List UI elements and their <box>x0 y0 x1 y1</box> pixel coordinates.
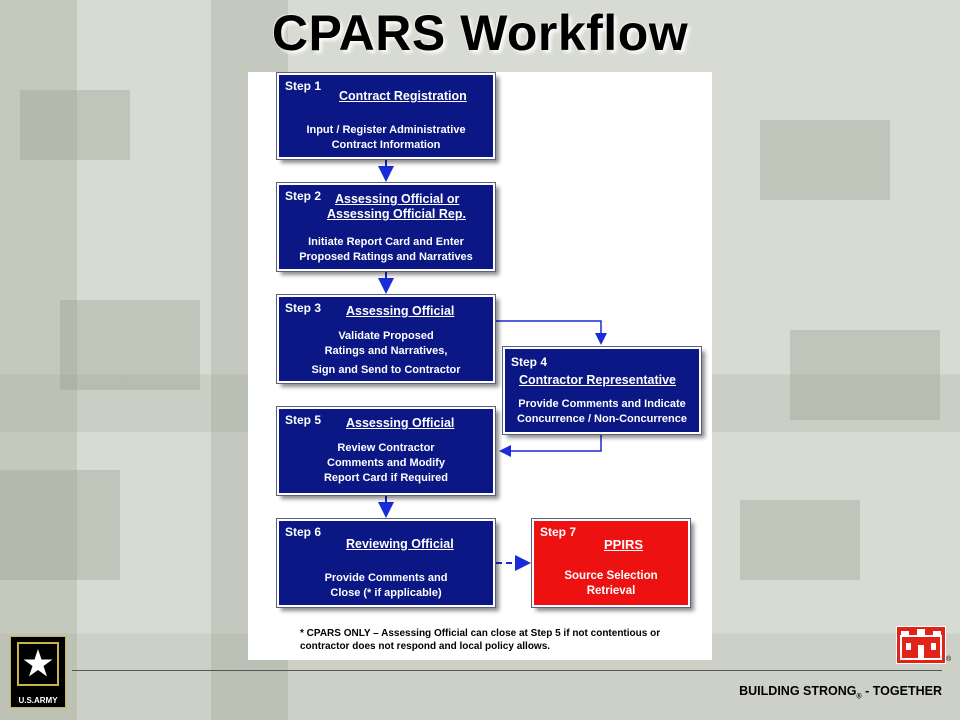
description-line: Comments and Modify <box>327 457 445 469</box>
step-number: Step 5 <box>285 413 322 427</box>
step-4-box: Step 4 Contractor Representative Provide… <box>503 347 701 434</box>
step-heading: Assessing Official <box>346 304 455 318</box>
step-7-box: Step 7 PPIRS Source Selection Retrieval <box>532 519 690 607</box>
camo-patch <box>760 120 890 200</box>
description-line: Retrieval <box>586 585 636 597</box>
step-number: Step 1 <box>285 79 322 93</box>
step-heading: Contractor Representative <box>519 373 676 387</box>
description-line: Validate Proposed <box>338 330 434 342</box>
step-2-box: Step 2 Assessing Official or Assessing O… <box>277 183 495 271</box>
description-line: Sign and Send to Contractor <box>311 364 461 376</box>
step-number: Step 6 <box>285 525 322 539</box>
description-line: Contract Information <box>331 139 441 151</box>
step-description: Provide Comments and Close (* if applica… <box>279 571 493 601</box>
camo-patch <box>0 470 120 580</box>
step-description: Provide Comments and Indicate Concurrenc… <box>505 397 699 427</box>
description-line: Input / Register Administrative <box>306 124 466 136</box>
step-description: Source Selection Retrieval <box>534 569 688 599</box>
description-line: Proposed Ratings and Narratives <box>299 251 473 263</box>
step-heading: Contract Registration <box>339 89 467 103</box>
corps-of-engineers-castle-logo <box>896 626 946 664</box>
footer-tagline: BUILDING STRONG® - TOGETHER <box>739 684 942 701</box>
description-line: Source Selection <box>564 570 658 582</box>
camo-patch <box>20 90 130 160</box>
step-description: Validate Proposed Ratings and Narratives… <box>279 329 493 378</box>
description-line: Concurrence / Non-Concurrence <box>517 413 687 425</box>
step-3-box: Step 3 Assessing Official Validate Propo… <box>277 295 495 383</box>
step-heading: PPIRS <box>604 537 644 552</box>
step-6-box: Step 6 Reviewing Official Provide Commen… <box>277 519 495 607</box>
step-heading: Assessing Official Rep. <box>327 207 466 221</box>
description-line: Close (* if applicable) <box>330 587 442 599</box>
description-line: Provide Comments and <box>324 572 448 584</box>
footnote: * CPARS ONLY – Assessing Official can cl… <box>300 627 700 653</box>
description-line: Review Contractor <box>337 442 435 454</box>
step-number: Step 4 <box>511 355 548 369</box>
step-heading: Assessing Official or <box>335 192 460 206</box>
description-line: Provide Comments and Indicate <box>518 398 686 410</box>
castle-icon <box>900 629 942 660</box>
tagline-suffix: - TOGETHER <box>861 684 942 698</box>
footnote-line: contractor does not respond and local po… <box>300 641 551 652</box>
step-description: Review Contractor Comments and Modify Re… <box>279 441 493 486</box>
description-line: Ratings and Narratives, <box>324 345 448 357</box>
arrow-step3-to-step4 <box>496 320 607 345</box>
step-1-box: Step 1 Contract Registration Input / Reg… <box>277 73 495 159</box>
army-star-icon <box>17 642 59 686</box>
arrow-step4-to-step5 <box>499 435 602 457</box>
step-heading: Assessing Official <box>346 416 455 430</box>
step-description: Input / Register Administrative Contract… <box>279 123 493 153</box>
slide-title: CPARS Workflow <box>271 5 689 61</box>
step-5-box: Step 5 Assessing Official Review Contrac… <box>277 407 495 495</box>
camo-patch <box>740 500 860 580</box>
registered-mark: ® <box>946 656 952 663</box>
footnote-line: * CPARS ONLY – Assessing Official can cl… <box>300 628 661 639</box>
description-line: Initiate Report Card and Enter <box>308 236 464 248</box>
tagline-prefix: BUILDING STRONG <box>739 684 857 698</box>
step-number: Step 2 <box>285 189 322 203</box>
footer-divider <box>72 670 942 671</box>
step-heading: Reviewing Official <box>346 537 454 551</box>
us-army-logo: U.S.ARMY <box>10 636 66 708</box>
step-number: Step 3 <box>285 301 322 315</box>
registered-symbol: ® <box>856 693 862 701</box>
step-number: Step 7 <box>540 525 577 539</box>
description-line: Report Card if Required <box>323 472 449 484</box>
camo-patch <box>60 300 200 390</box>
camo-patch <box>790 330 940 420</box>
step-description: Initiate Report Card and Enter Proposed … <box>279 235 493 265</box>
army-logo-text: U.S.ARMY <box>18 696 58 705</box>
